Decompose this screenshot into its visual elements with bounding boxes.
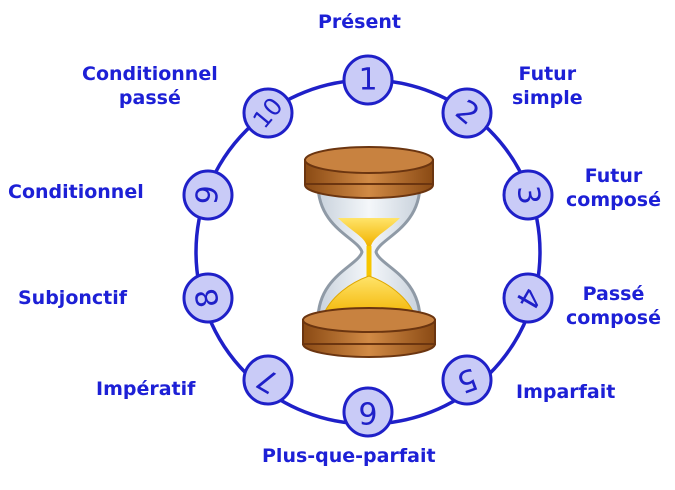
tense-label-line: passé bbox=[118, 87, 181, 109]
tense-label-line: Conditionnel bbox=[8, 181, 144, 203]
tense-number: 3 bbox=[510, 184, 547, 206]
tense-node-circle bbox=[502, 272, 554, 324]
tense-node-circle bbox=[182, 272, 234, 324]
tense-node-9: 9 bbox=[182, 169, 234, 221]
tense-node-circle bbox=[242, 87, 294, 139]
tense-label-line: Futur bbox=[518, 63, 577, 85]
hourglass-icon bbox=[302, 146, 436, 358]
tense-label-line: simple bbox=[512, 87, 583, 109]
tense-number: 9 bbox=[190, 184, 227, 206]
tense-label-8: Subjonctif bbox=[18, 286, 127, 310]
tense-label-line: Plus-que-parfait bbox=[262, 445, 436, 467]
tense-node-circle bbox=[182, 169, 234, 221]
tense-label-line: Futur bbox=[584, 165, 643, 187]
tense-label-line: composé bbox=[566, 307, 661, 329]
tense-label-line: Impératif bbox=[96, 378, 196, 400]
tense-node-circle bbox=[342, 386, 394, 438]
tense-node-1: 1 bbox=[342, 54, 394, 106]
tense-node-8: 8 bbox=[182, 272, 234, 324]
tense-node-6: 6 bbox=[342, 386, 394, 438]
tense-label-line: composé bbox=[566, 189, 661, 211]
tense-label-7: Impératif bbox=[96, 377, 195, 401]
tense-label-line: Présent bbox=[318, 11, 401, 33]
tense-label-line: Conditionnel bbox=[82, 63, 218, 85]
tense-node-3: 3 bbox=[502, 169, 554, 221]
tense-node-10: 10 bbox=[242, 87, 294, 139]
tense-node-2: 2 bbox=[441, 87, 493, 139]
tense-node-4: 4 bbox=[502, 272, 554, 324]
tense-node-5: 5 bbox=[441, 354, 493, 406]
tense-nodes: 1 2 3 45 6 78 9 10 bbox=[182, 54, 554, 438]
tense-number: 1 bbox=[358, 63, 377, 98]
tense-label-5: Imparfait bbox=[516, 380, 615, 404]
tense-label-line: Subjonctif bbox=[18, 287, 128, 309]
tense-node-circle bbox=[441, 354, 493, 406]
tense-label-9: Conditionnel bbox=[8, 180, 144, 204]
tense-node-circle bbox=[242, 354, 294, 406]
tense-label-1: Présent bbox=[318, 10, 401, 34]
tense-label-line: Passé bbox=[582, 283, 645, 305]
tense-number: 6 bbox=[358, 395, 377, 430]
tense-node-circle bbox=[502, 169, 554, 221]
tense-node-circle bbox=[342, 54, 394, 106]
tense-label-6: Plus-que-parfait bbox=[262, 444, 436, 468]
tense-node-circle bbox=[441, 87, 493, 139]
tense-label-line: Imparfait bbox=[516, 381, 616, 403]
tense-node-7: 7 bbox=[242, 354, 294, 406]
